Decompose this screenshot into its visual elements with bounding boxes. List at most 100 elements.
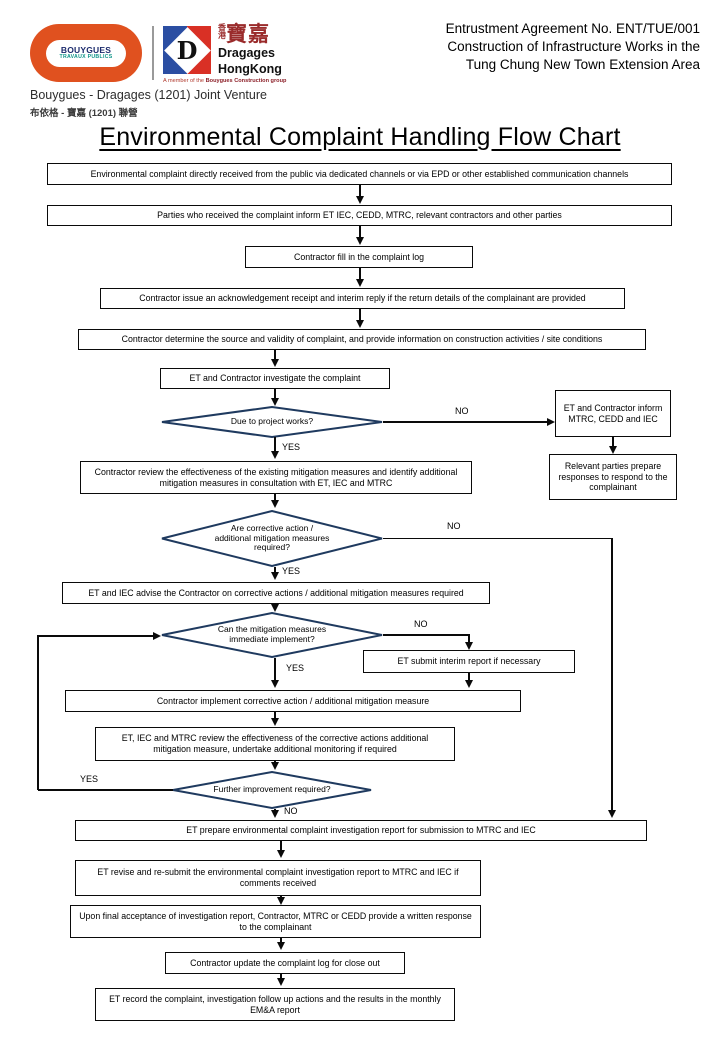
arrow-line <box>383 421 547 423</box>
bouygues-logo-subtext: TRAVAUX PUBLICS <box>59 54 113 61</box>
arrow-head <box>270 604 279 612</box>
arrow-head <box>276 850 285 858</box>
arrow-head <box>270 500 279 508</box>
arrow-line <box>359 226 361 238</box>
flow-box-inform-mtrc-cedd-iec: ET and Contractor inform MTRC, CEDD and … <box>555 390 671 437</box>
arrow-line <box>37 635 39 791</box>
dragages-cn-small: 香 港 <box>218 24 226 40</box>
diamond-shape <box>161 510 383 567</box>
arrow-head <box>464 642 473 650</box>
arrow-head <box>270 359 279 367</box>
flow-box-implement-corrective: Contractor implement corrective action /… <box>65 690 521 712</box>
arrow-line <box>274 712 276 719</box>
agreement-line-2: Construction of Infrastructure Works in … <box>447 38 700 54</box>
flow-decision-project-works: Due to project works? <box>161 406 383 438</box>
decision-text: Are corrective action / additional mitig… <box>214 522 330 553</box>
arrow-head <box>270 718 279 726</box>
arrow-head <box>270 680 279 688</box>
dragages-name-line1: Dragages <box>218 46 275 60</box>
dragages-chinese-name: 香 港 寶嘉 <box>218 23 308 46</box>
cn-char-hk1: 香 <box>218 23 226 32</box>
diamond-shape <box>161 612 383 658</box>
flow-decision-corrective-required: Are corrective action / additional mitig… <box>161 510 383 567</box>
bouygues-logo-pill: BOUYGUES TRAVAUX PUBLICS <box>46 39 126 67</box>
flow-box-written-response: Upon final acceptance of investigation r… <box>70 905 481 938</box>
arrow-line <box>468 634 470 644</box>
edge-label-yes: YES <box>282 442 301 452</box>
decision-text: Further improvement required? <box>213 784 331 795</box>
arrow-line <box>280 841 282 851</box>
logo-divider <box>152 26 154 80</box>
arrow-line <box>274 350 276 360</box>
page-title: Environmental Complaint Handling Flow Ch… <box>99 123 621 151</box>
arrow-head <box>270 451 279 459</box>
arrow-head <box>270 762 279 770</box>
flow-box-review-mitigation: Contractor review the effectiveness of t… <box>80 461 472 494</box>
arrow-head <box>355 237 364 245</box>
arrow-line <box>274 494 276 501</box>
arrow-head <box>276 897 285 905</box>
flow-decision-immediate-implement: Can the mitigation measures immediate im… <box>161 612 383 658</box>
edge-label-yes: YES <box>286 663 305 673</box>
bouygues-logo: BOUYGUES TRAVAUX PUBLICS <box>30 24 142 82</box>
joint-venture-name-chinese: 布依格 - 寶嘉 (1201) 聯營 <box>30 108 138 119</box>
arrow-line <box>38 789 173 791</box>
flow-box-investigate: ET and Contractor investigate the compla… <box>160 368 390 389</box>
arrow-head <box>276 942 285 950</box>
arrow-line <box>274 567 276 573</box>
flow-box-complaint-log: Contractor fill in the complaint log <box>245 246 473 268</box>
edge-label-yes: YES <box>282 566 301 576</box>
arrow-head <box>270 810 279 818</box>
bouygues-logo-text: BOUYGUES <box>60 44 112 55</box>
agreement-header: Entrustment Agreement No. ENT/TUE/001 Co… <box>360 20 700 73</box>
arrow-line <box>383 537 612 540</box>
arrow-head <box>355 196 364 204</box>
decision-text: Due to project works? <box>230 416 314 427</box>
arrow-line <box>359 185 361 197</box>
dragages-tagline: A member of the Bouygues Construction gr… <box>163 78 323 84</box>
arrow-head <box>270 398 279 406</box>
agreement-line-1: Entrustment Agreement No. ENT/TUE/001 <box>445 21 700 36</box>
cn-char-hk2: 港 <box>218 31 226 40</box>
arrow-line <box>359 268 361 280</box>
dragages-logo: D <box>163 26 211 74</box>
edge-label-no: NO <box>414 619 428 629</box>
flow-box-review-effectiveness: ET, IEC and MTRC review the effectivenes… <box>95 727 455 761</box>
arrow-head <box>355 320 364 328</box>
flow-box-determine-source: Contractor determine the source and vali… <box>78 329 646 350</box>
diamond-shape <box>161 406 383 438</box>
arrow-head <box>270 572 279 580</box>
arrow-line <box>38 635 153 637</box>
arrow-line <box>468 673 470 681</box>
arrow-line <box>274 389 276 399</box>
tagline-prefix: A member of the <box>163 78 206 84</box>
arrow-head <box>153 631 161 640</box>
arrow-head <box>464 680 473 688</box>
arrow-line <box>280 938 282 943</box>
arrow-line <box>612 437 614 447</box>
flow-box-advise-corrective: ET and IEC advise the Contractor on corr… <box>62 582 490 604</box>
arrow-line <box>274 437 276 452</box>
flow-box-complaint-received: Environmental complaint directly receive… <box>47 163 672 185</box>
arrow-line <box>611 537 613 811</box>
dragages-diamond-icon: D <box>163 26 211 74</box>
flow-box-ema-report: ET record the complaint, investigation f… <box>95 988 455 1021</box>
flow-box-acknowledgement: Contractor issue an acknowledgement rece… <box>100 288 625 309</box>
agreement-line-3: Tung Chung New Town Extension Area <box>465 56 700 72</box>
flow-box-revise-resubmit: ET revise and re-submit the environmenta… <box>75 860 481 896</box>
flow-box-parties-inform: Parties who received the complaint infor… <box>47 205 672 226</box>
edge-label-no: NO <box>284 806 298 816</box>
diamond-shape <box>172 771 372 809</box>
arrow-line <box>359 309 361 321</box>
cn-chars-large: 寶嘉 <box>226 23 270 46</box>
edge-label-no: NO <box>455 406 469 416</box>
dragages-letter: D <box>176 35 198 64</box>
joint-venture-name: Bouygues - Dragages (1201) Joint Venture <box>30 88 267 102</box>
arrow-line <box>274 658 276 681</box>
arrow-head <box>608 446 617 454</box>
flow-box-close-out: Contractor update the complaint log for … <box>165 952 405 974</box>
arrow-head <box>547 417 555 426</box>
arrow-head <box>355 279 364 287</box>
arrow-head <box>607 810 616 818</box>
